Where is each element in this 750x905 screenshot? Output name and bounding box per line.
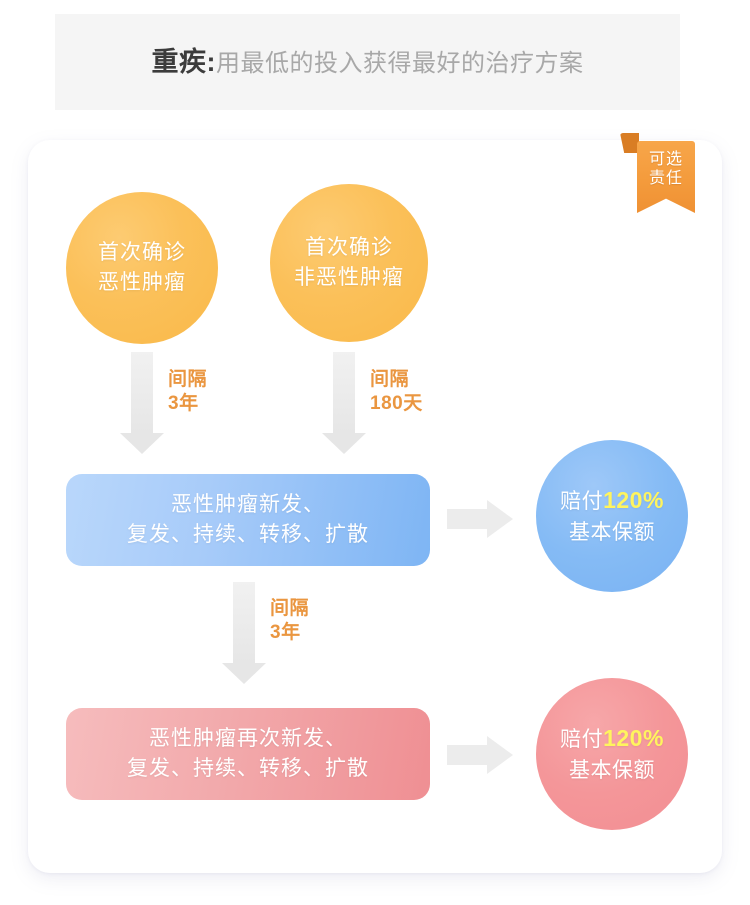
arrow-down-icon-left	[120, 352, 164, 454]
node-payout-blue: 赔付120% 基本保额	[536, 440, 688, 592]
node-first-diagnosis-malignant: 首次确诊 恶性肿瘤	[66, 192, 218, 344]
interval-label-text: 间隔	[168, 369, 208, 390]
node-line-2: 复发、持续、转移、扩散	[127, 523, 369, 546]
interval-label-text: 间隔	[370, 369, 410, 390]
arrow-head	[120, 433, 164, 454]
node-first-diagnosis-non-malignant-text: 首次确诊 非恶性肿瘤	[294, 233, 404, 294]
node-line-2: 非恶性肿瘤	[294, 266, 404, 289]
arrow-down-icon-right	[322, 352, 366, 454]
payout-percent: 120%	[603, 725, 664, 752]
interval-value-text: 3年	[270, 622, 301, 643]
badge-line-2: 责任	[648, 170, 683, 187]
badge-line-1: 可选	[648, 151, 683, 168]
arrow-right-icon-top	[447, 500, 513, 538]
arrow-shaft	[447, 745, 489, 765]
page-title: 重疾:用最低的投入获得最好的治疗方案	[151, 46, 584, 77]
node-line-1: 首次确诊	[305, 235, 393, 259]
node-line-1: 恶性肿瘤再次新发、	[149, 726, 347, 750]
node-first-diagnosis-malignant-text: 首次确诊 恶性肿瘤	[98, 238, 186, 299]
payout-line-1: 赔付120%	[560, 484, 664, 517]
node-line-2: 复发、持续、转移、扩散	[127, 757, 369, 780]
interval-label-middle: 间隔 3年	[270, 597, 309, 645]
arrow-head	[487, 736, 513, 774]
node-payout-blue-text: 赔付120% 基本保额	[560, 484, 664, 548]
arrow-head	[487, 500, 513, 538]
arrow-head	[222, 663, 266, 684]
node-payout-pink: 赔付120% 基本保额	[536, 678, 688, 830]
node-malignant-recurrence-text: 恶性肿瘤新发、 复发、持续、转移、扩散	[127, 490, 369, 551]
node-malignant-second-recurrence: 恶性肿瘤再次新发、 复发、持续、转移、扩散	[66, 708, 430, 800]
payout-line-2: 基本保额	[568, 520, 655, 544]
node-line-1: 首次确诊	[98, 240, 186, 264]
payout-percent: 120%	[603, 487, 664, 514]
interval-value-text: 180天	[370, 393, 423, 414]
header-bar: 重疾:用最低的投入获得最好的治疗方案	[55, 14, 680, 110]
node-malignant-recurrence: 恶性肿瘤新发、 复发、持续、转移、扩散	[66, 474, 430, 566]
payout-prefix: 赔付	[560, 490, 604, 514]
ribbon-fold-icon	[620, 133, 639, 153]
payout-line-1: 赔付120%	[560, 722, 664, 755]
interval-label-left: 间隔 3年	[168, 368, 207, 416]
interval-value-text: 3年	[168, 393, 199, 414]
interval-label-right: 间隔 180天	[370, 368, 423, 416]
node-line-1: 恶性肿瘤新发、	[171, 492, 325, 516]
arrow-shaft	[447, 509, 489, 529]
arrow-shaft	[333, 352, 355, 434]
page-title-sub: 用最低的投入获得最好的治疗方案	[216, 49, 584, 77]
arrow-shaft	[233, 582, 255, 664]
interval-label-text: 间隔	[270, 598, 310, 619]
arrow-down-icon-middle	[222, 582, 266, 684]
arrow-right-icon-bottom	[447, 736, 513, 774]
node-payout-pink-text: 赔付120% 基本保额	[560, 722, 664, 786]
node-first-diagnosis-non-malignant: 首次确诊 非恶性肿瘤	[270, 184, 428, 342]
node-malignant-second-recurrence-text: 恶性肿瘤再次新发、 复发、持续、转移、扩散	[127, 724, 369, 785]
page-title-strong: 重疾:	[151, 46, 216, 77]
payout-line-2: 基本保额	[568, 758, 655, 782]
payout-prefix: 赔付	[560, 728, 604, 752]
arrow-head	[322, 433, 366, 454]
arrow-shaft	[131, 352, 153, 434]
node-line-2: 恶性肿瘤	[98, 271, 186, 294]
